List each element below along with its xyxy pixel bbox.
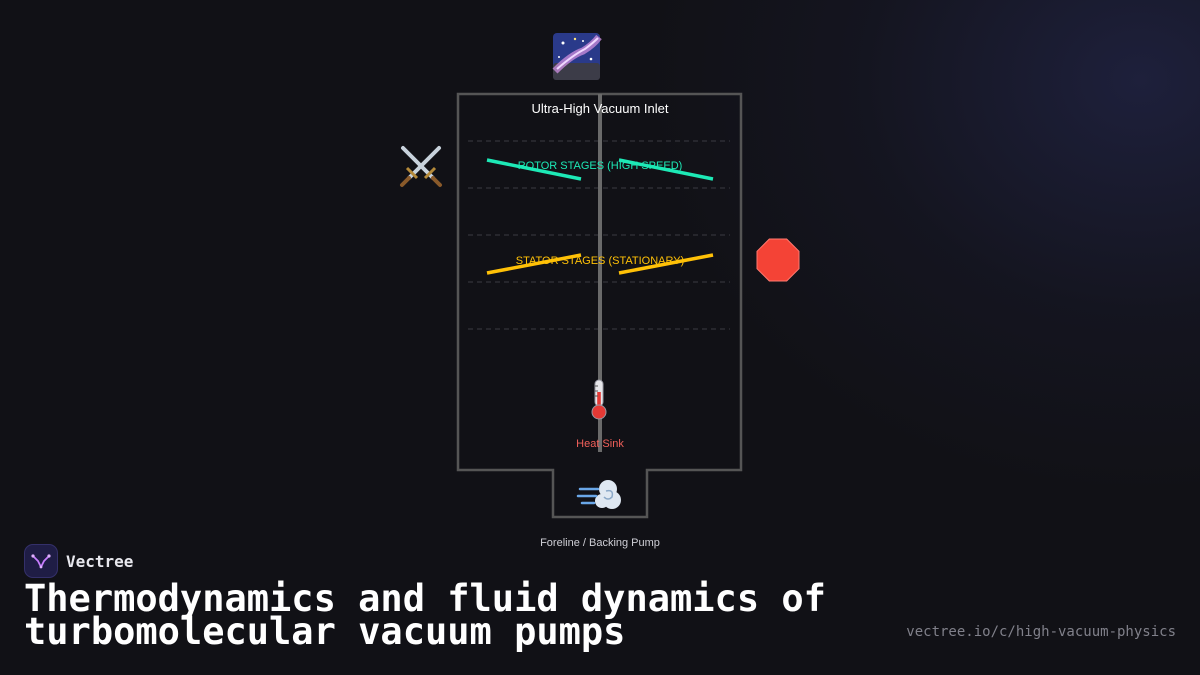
stator-blade-left [486, 253, 582, 275]
crossed-swords-icon [400, 146, 442, 187]
pump-housing [456, 92, 743, 519]
rotor-blade-left [486, 158, 582, 181]
source-url[interactable]: vectree.io/c/high-vacuum-physics [906, 624, 1176, 640]
inlet-label: Ultra-High Vacuum Inlet [531, 101, 668, 116]
page-title: Thermodynamics and fluid dynamics of tur… [24, 577, 826, 653]
dashing-away-icon [576, 480, 621, 509]
thermometer-icon [591, 379, 607, 420]
brand-name: Vectree [66, 551, 134, 571]
foreline-label: Foreline / Backing Pump [540, 537, 660, 549]
rotor-stages-label: ROTOR STAGES (HIGH SPEED) [518, 160, 683, 172]
stop-sign-icon [756, 238, 800, 282]
vectree-logo-icon [24, 544, 58, 578]
heat-sink-label: Heat Sink [576, 438, 624, 450]
brand[interactable]: Vectree [24, 544, 133, 578]
stator-blade-right [618, 253, 714, 275]
milky-way-icon [552, 33, 602, 80]
rotor-blade-right [618, 158, 714, 181]
stator-stages-label: STATOR STAGES (STATIONARY) [516, 255, 684, 267]
